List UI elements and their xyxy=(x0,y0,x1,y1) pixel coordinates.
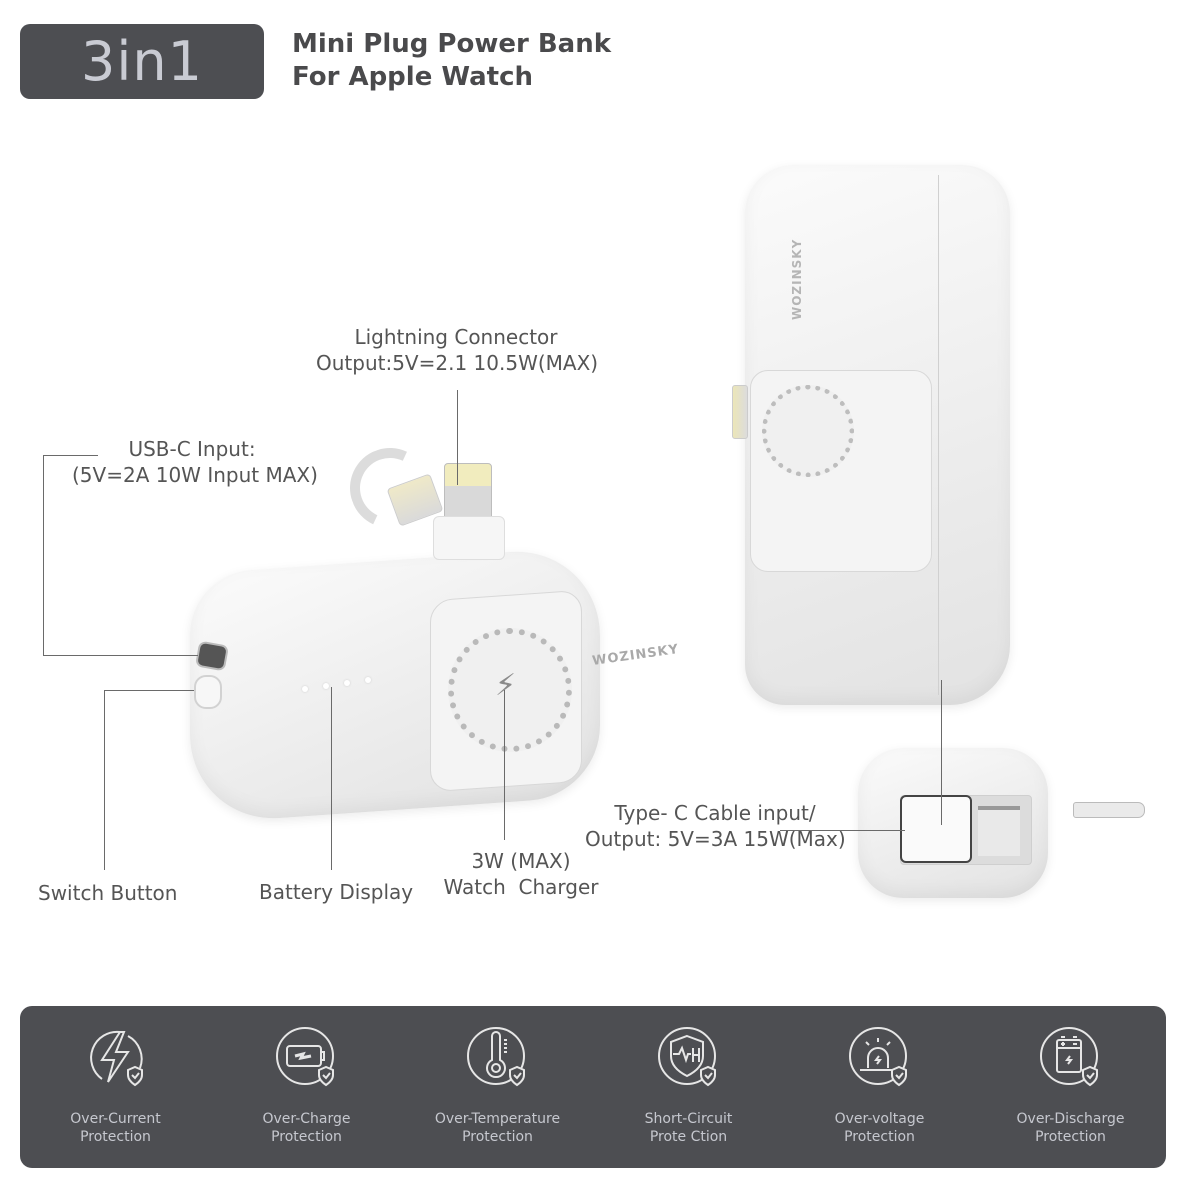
watch-charger-line-1: 3W (MAX) xyxy=(471,849,571,873)
watch-charger-leader xyxy=(504,690,505,840)
feature-label-line-2: Protection xyxy=(462,1129,533,1145)
switch-button-label: Switch Button xyxy=(38,881,178,905)
type-c-leader-v xyxy=(941,680,942,825)
feature-label-line-2: Protection xyxy=(1035,1129,1106,1145)
circuit-shield-icon xyxy=(657,1027,716,1087)
side-divider xyxy=(938,175,939,695)
lightning-leader-line xyxy=(457,390,458,485)
battery-display-leader xyxy=(331,687,332,870)
watch-charger-label: 3W (MAX) Watch Charger xyxy=(436,848,606,900)
usb-c-label-line-1: USB-C Input: xyxy=(128,437,256,461)
feature-label-line-1: Over-voltage xyxy=(834,1111,925,1127)
lightning-label-line-2: Output:5V=2.1 10.5W(MAX) xyxy=(316,351,599,375)
feature-label-line-1: Over-Temperature xyxy=(434,1111,561,1127)
battery-charge-shield-icon xyxy=(275,1027,334,1087)
lightning-tip xyxy=(1073,802,1145,818)
usb-c-input-label: USB-C Input: (5V=2A 10W Input MAX) xyxy=(72,436,318,488)
battery-led-1 xyxy=(302,686,308,692)
protection-features-bar: Over-Current Protection Over-Charge Prot… xyxy=(20,1006,1166,1168)
type-c-leader-h xyxy=(780,830,905,831)
brand-text: WOZINSKY xyxy=(591,641,681,670)
usb-c-leader-h-top xyxy=(43,455,98,456)
feature-over-charge: Over-Charge Protection xyxy=(217,1006,397,1146)
switch-leader-v xyxy=(104,690,105,870)
type-c-label-line-1: Type- C Cable input/ xyxy=(614,801,816,825)
badge-text: 3in1 xyxy=(81,29,203,93)
battery-shield-icon xyxy=(1039,1027,1098,1087)
feature-label-line-1: Over-Charge xyxy=(262,1111,351,1127)
side-watch-pad xyxy=(762,385,854,477)
lightning-connector-label: Lightning Connector Output:5V=2.1 10.5W(… xyxy=(316,324,599,376)
title-line-2: For Apple Watch xyxy=(292,62,534,92)
type-c-cable-label: Type- C Cable input/ Output: 5V=3A 15W(M… xyxy=(585,800,846,852)
feature-label-line-2: Protection xyxy=(80,1129,151,1145)
feature-over-voltage: Over-voltage Protection xyxy=(790,1006,970,1146)
type-c-label-line-2: Output: 5V=3A 15W(Max) xyxy=(585,827,846,851)
switch-leader-h xyxy=(104,690,194,691)
lightning-connector xyxy=(444,463,492,520)
thermometer-shield-icon xyxy=(466,1027,525,1087)
feature-label-line-1: Over-Discharge xyxy=(1016,1111,1125,1127)
feature-short-circuit: Short-Circuit Prote Ction xyxy=(599,1006,779,1146)
side-brand-logo: WOZINSKY xyxy=(790,239,804,320)
lightning-bolt-icon: ⚡︎ xyxy=(495,668,517,703)
feature-over-temperature: Over-Temperature Protection xyxy=(408,1006,588,1146)
usb-c-leader-h-bottom xyxy=(43,655,198,656)
type-c-connector xyxy=(978,806,1020,856)
usb-c-label-line-2: (5V=2A 10W Input MAX) xyxy=(72,463,318,487)
feature-over-discharge: Over-Discharge Protection xyxy=(981,1006,1161,1146)
feature-label-line-2: Protection xyxy=(844,1129,915,1145)
battery-led-2 xyxy=(323,683,329,689)
usb-c-port xyxy=(194,640,230,672)
watch-charger-pad xyxy=(448,628,572,752)
feature-over-current: Over-Current Protection xyxy=(26,1006,206,1146)
feature-label-line-2: Prote Ction xyxy=(649,1129,728,1145)
badge-3in1: 3in1 xyxy=(20,24,264,99)
feature-label-line-1: Over-Current xyxy=(70,1111,161,1127)
watch-charger-line-2: Watch Charger xyxy=(443,875,599,899)
battery-led-4 xyxy=(365,677,371,683)
type-c-cable-head xyxy=(900,795,972,863)
page-title: Mini Plug Power Bank For Apple Watch xyxy=(292,28,611,94)
feature-label-line-2: Protection xyxy=(271,1129,342,1145)
lightning-connector-base xyxy=(433,516,505,560)
lightning-label-line-1: Lightning Connector xyxy=(354,325,558,349)
lightning-shield-icon xyxy=(89,1030,143,1087)
brand-logo: WOZINSKY xyxy=(591,642,680,669)
feature-label-line-1: Short-Circuit xyxy=(644,1111,733,1127)
usb-c-leader-v xyxy=(43,455,44,655)
side-brand-text: WOZINSKY xyxy=(790,238,804,320)
battery-led-3 xyxy=(344,680,350,686)
battery-display-label: Battery Display xyxy=(259,880,414,904)
title-line-1: Mini Plug Power Bank xyxy=(292,29,612,59)
alarm-shield-icon xyxy=(848,1027,907,1087)
side-lightning-connector xyxy=(732,385,748,439)
switch-button xyxy=(194,675,222,709)
power-bank-front-view: ⚡︎ WOZINSKY xyxy=(180,500,680,840)
